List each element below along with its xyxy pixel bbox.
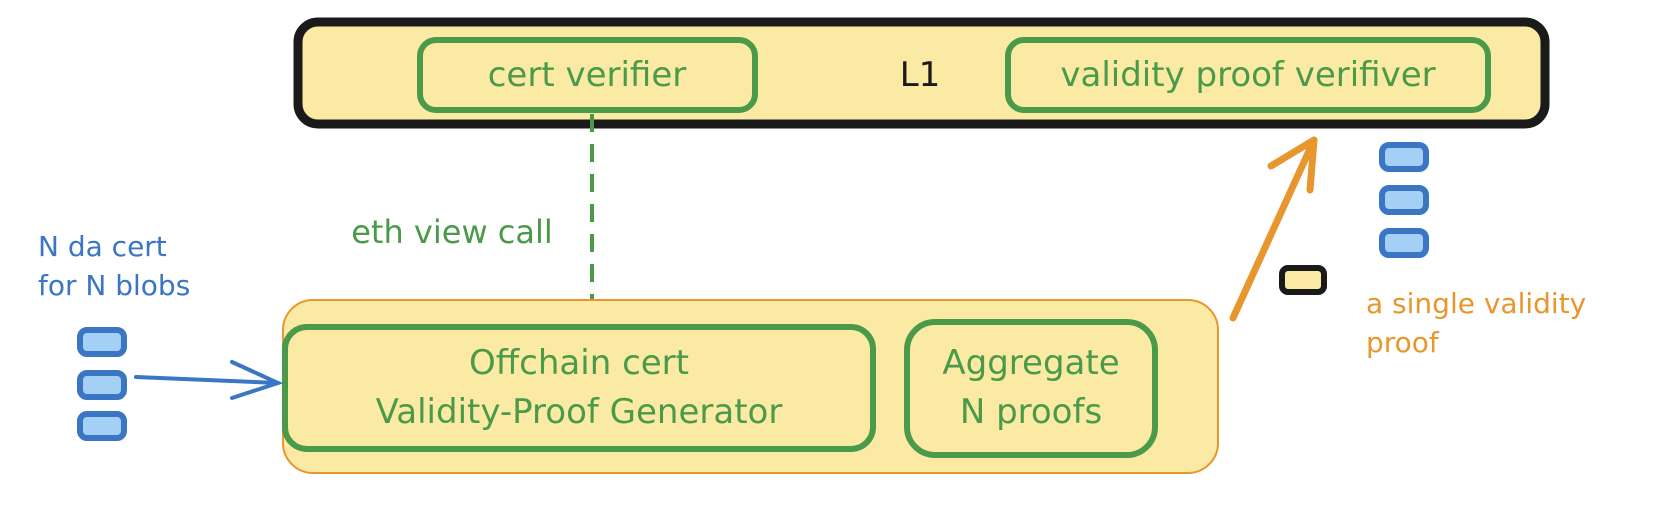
l1-label: L1: [900, 55, 941, 95]
verifier-blob-icon: [1379, 228, 1429, 258]
input-arrow-icon: [134, 360, 284, 400]
validity-verifier-box: [1005, 37, 1491, 113]
single-proof-icon: [1279, 265, 1327, 295]
input-label-line2: for N blobs: [38, 269, 190, 302]
cert-verifier-box: [417, 37, 758, 113]
aggregate-box: [904, 319, 1158, 458]
cert-verifier-label: cert verifier: [488, 55, 687, 95]
aggregate-label-line2: N proofs: [960, 392, 1102, 432]
output-label-line2: proof: [1366, 326, 1440, 359]
input-blob-icon: [77, 370, 127, 400]
generator-label-line1: Offchain cert: [469, 343, 689, 383]
verifier-blob-icon: [1379, 185, 1429, 215]
generator-label-line2: Validity-Proof Generator: [376, 392, 783, 432]
aggregate-label-line1: Aggregate: [942, 343, 1119, 383]
verifier-blob-icon: [1379, 142, 1429, 172]
eth-view-call-label: eth view call: [351, 213, 553, 251]
generator-box: [282, 324, 876, 452]
validity-verifier-label: validity proof verifiver: [1060, 55, 1435, 95]
input-blob-icon: [77, 327, 127, 357]
input-blob-icon: [77, 411, 127, 441]
input-label-line1: N da cert: [38, 230, 167, 263]
output-arrow-icon: [1229, 136, 1318, 322]
output-label-line1: a single validity: [1366, 287, 1586, 320]
